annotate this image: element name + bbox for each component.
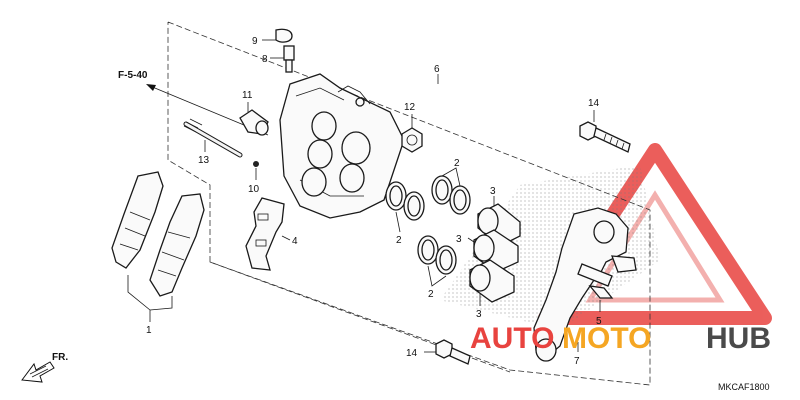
brake-pad-outer — [111, 171, 164, 269]
label-10: 10 — [248, 184, 260, 195]
leader-2c — [427, 265, 447, 287]
label-2b: 2 — [454, 158, 460, 169]
label-3a: 3 — [490, 186, 496, 197]
label-4: 4 — [292, 236, 298, 247]
leader-3b — [467, 237, 475, 243]
label-8: 8 — [262, 54, 268, 65]
pad-retainer — [588, 285, 614, 299]
pin-boot — [239, 109, 269, 136]
label-14b: 14 — [406, 348, 418, 359]
assembly-boundary — [167, 21, 651, 386]
bleeder-valve — [283, 45, 295, 73]
bleeder-nut — [401, 127, 423, 153]
mounting-bolt-upper — [579, 121, 631, 153]
watermark-moto: MOTO — [562, 322, 651, 355]
bleeder-cap — [275, 28, 293, 43]
pad-pin — [183, 118, 243, 158]
label-14a: 14 — [588, 98, 600, 109]
piston-seals — [385, 175, 471, 275]
leader-1b — [149, 296, 173, 311]
watermark-hub: HUB — [706, 322, 771, 355]
front-label: FR. — [52, 352, 68, 363]
caliper-bracket — [533, 207, 637, 362]
label-5: 5 — [596, 316, 602, 327]
label-1: 1 — [146, 325, 152, 336]
caliper-body — [279, 73, 405, 219]
drawing-code: MKCAF1800 — [718, 382, 770, 392]
leader-1a — [127, 275, 151, 311]
label-2a: 2 — [396, 235, 402, 246]
pad-spring — [245, 197, 285, 271]
brake-pad-inner — [149, 193, 205, 297]
label-2c: 2 — [428, 289, 434, 300]
label-9: 9 — [252, 36, 258, 47]
plug — [253, 161, 259, 167]
leader-2a — [395, 211, 401, 233]
watermark-auto: AUTO — [470, 322, 554, 355]
pistons — [469, 203, 521, 303]
front-arrow-icon — [21, 361, 55, 383]
label-6: 6 — [434, 64, 440, 75]
mounting-bolt-lower — [435, 339, 471, 365]
reference-label: F-5-40 — [118, 70, 148, 81]
label-11: 11 — [242, 90, 253, 101]
label-7: 7 — [574, 356, 580, 367]
label-3c: 3 — [476, 309, 482, 320]
leader-4 — [281, 235, 291, 241]
label-3b: 3 — [456, 234, 462, 245]
label-12: 12 — [404, 102, 416, 113]
label-13: 13 — [198, 155, 210, 166]
leader-2b — [441, 167, 461, 187]
watermark-text: AUTO MOTO HUB — [470, 322, 771, 355]
